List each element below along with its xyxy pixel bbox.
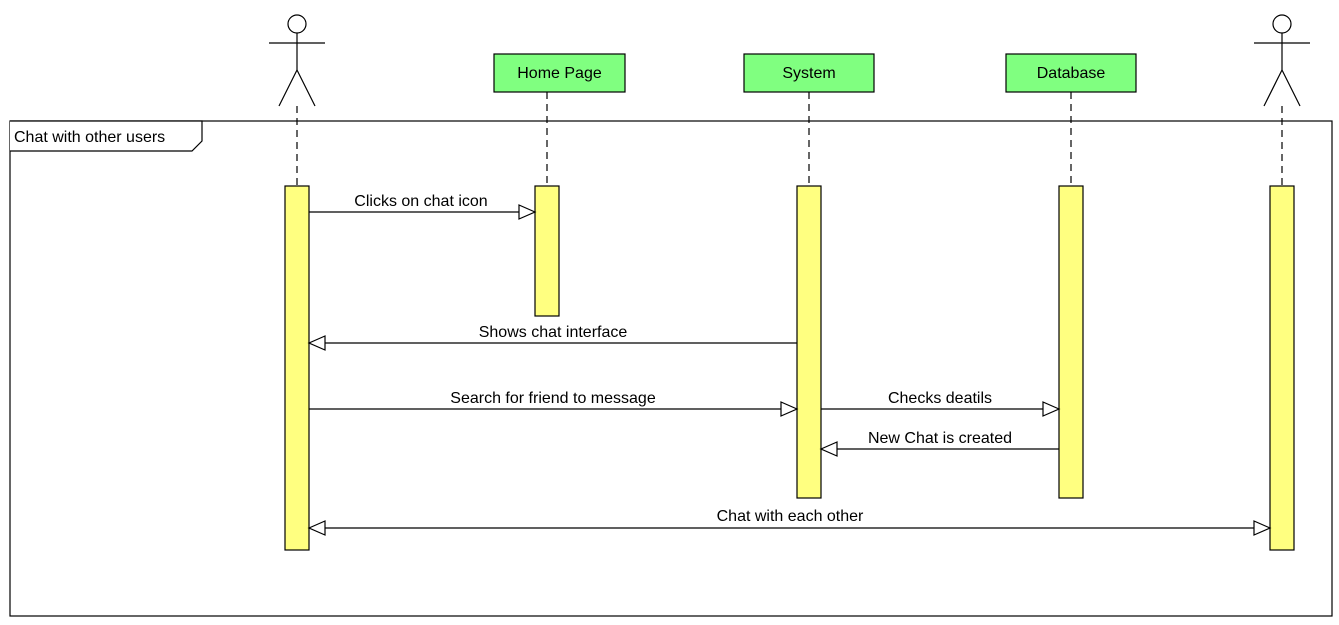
participant-system: System (743, 53, 875, 93)
message-checks-details: Checks deatils (821, 390, 1061, 417)
arrowhead-right (518, 204, 537, 220)
arrowhead-right (1042, 401, 1061, 417)
activation-friend (1269, 185, 1295, 551)
activation-user (284, 185, 310, 551)
actor-head (287, 14, 307, 34)
arrowhead-right (1253, 520, 1272, 536)
message-search-friend: Search for friend to message (309, 390, 799, 417)
frame-border (9, 120, 1333, 617)
message-label: Chat with each other (717, 508, 864, 525)
message-label: Search for friend to message (450, 390, 656, 407)
arrowhead-left (307, 520, 326, 536)
frame: Chat with other users (9, 120, 1333, 617)
activations (284, 185, 1295, 551)
actor-leg-right (296, 69, 316, 107)
participant-box (1005, 53, 1137, 93)
participant-box (493, 53, 626, 93)
participant-database: Database (1005, 53, 1137, 93)
participant-box (743, 53, 875, 93)
participant-label: Database (1037, 65, 1106, 82)
message-clicks-chat-icon: Clicks on chat icon (309, 193, 537, 220)
activation-system (796, 185, 822, 499)
message-chat-with-each-other: Chat with each other (307, 508, 1272, 536)
lifelines (296, 92, 1283, 186)
actor-user (269, 14, 325, 107)
actor-leg-right (1281, 69, 1301, 107)
message-label: Shows chat interface (479, 324, 628, 341)
arrowhead-right (780, 401, 799, 417)
message-label: Checks deatils (888, 390, 992, 407)
message-label: Clicks on chat icon (354, 193, 487, 210)
participant-home: Home Page (493, 53, 626, 93)
activation-home (534, 185, 560, 317)
actor-friend (1254, 14, 1310, 107)
message-new-chat-created: New Chat is created (819, 430, 1059, 457)
participant-label: System (782, 65, 835, 82)
arrowhead-left (307, 335, 326, 351)
frame-tab (10, 120, 203, 152)
actor-leg-left (278, 69, 298, 107)
arrowhead-left (819, 441, 838, 457)
participant-label: Home Page (517, 65, 602, 82)
activation-database (1058, 185, 1084, 499)
message-label: New Chat is created (868, 430, 1012, 447)
frame-label: Chat with other users (14, 129, 165, 146)
message-shows-chat-interface: Shows chat interface (307, 324, 797, 351)
actor-head (1272, 14, 1292, 34)
actor-leg-left (1263, 69, 1283, 107)
